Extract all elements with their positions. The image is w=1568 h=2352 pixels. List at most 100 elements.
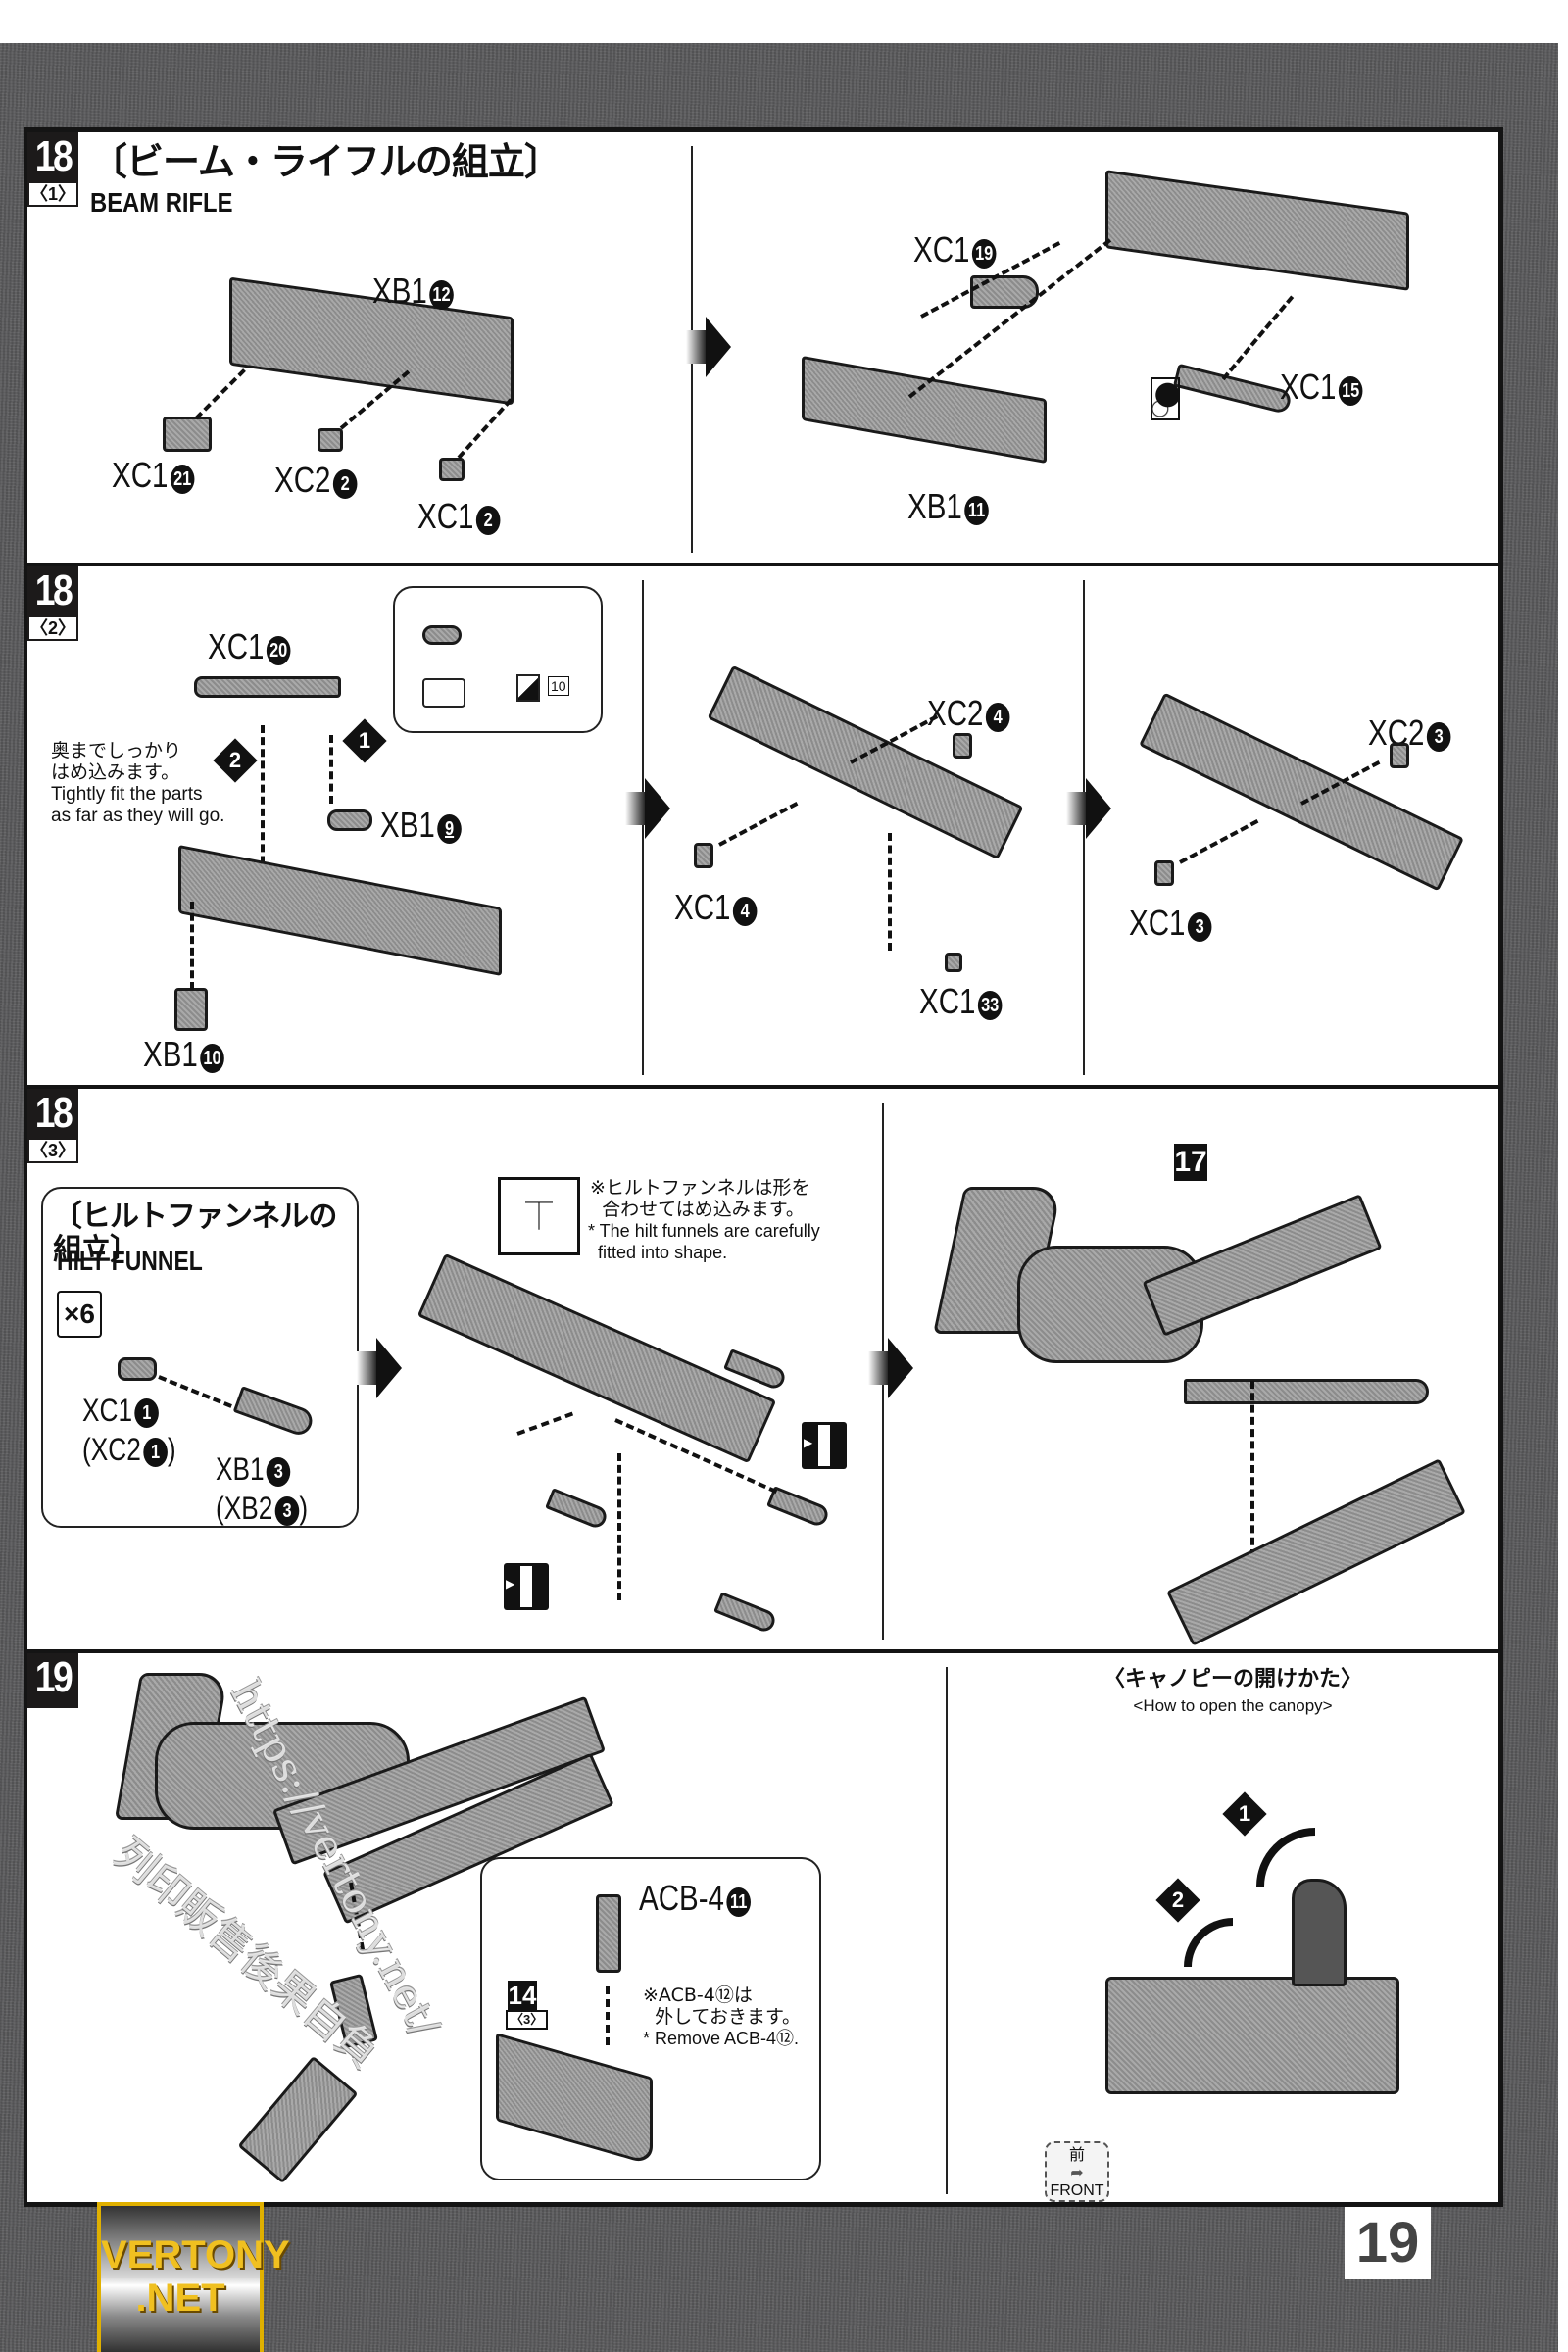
cockpit-part [1105, 1977, 1399, 2094]
part-xb1-9 [327, 809, 372, 831]
part-acb4-11 [596, 1894, 621, 1973]
front-direction-icon: 前➦FRONT [1045, 2141, 1109, 2202]
step-title-en: BEAM RIFLE [90, 187, 233, 218]
assembly-guide-line [457, 398, 514, 460]
step-number: 18 [34, 566, 74, 614]
hilt-funnel-part [545, 1488, 610, 1531]
vertony-logo: VERTONY.NET [97, 2202, 290, 2352]
note-jp: ※ヒルトファンネルは形を 合わせてはめ込みます。 [590, 1177, 810, 1220]
substep-number: 〈3〉 [27, 1138, 78, 1163]
quantity-badge: ×6 [57, 1291, 102, 1338]
fighter-blade [1184, 1379, 1429, 1404]
stand-arm [237, 2055, 359, 2184]
assembly-guide-line [1179, 818, 1259, 864]
step-19-panel: 19 VERTONY.NET https://vertony.net/ 列印販售… [27, 1653, 1498, 2352]
part-xc1-4 [694, 843, 713, 868]
align-fit-icon [504, 1563, 549, 1610]
step-badge: 19 [27, 1653, 78, 1708]
note-en: * The hilt funnels are carefully fitted … [588, 1221, 820, 1262]
part-rifle-assembly [416, 1252, 777, 1464]
part-xc1-15 [1172, 363, 1294, 416]
part-xb1-12 [229, 276, 514, 406]
fit-shape-icon: ⏉ [498, 1177, 580, 1255]
next-step-arrow-icon [686, 317, 731, 377]
assembly-guide-line [516, 1411, 574, 1436]
assembly-guide-line [329, 735, 333, 804]
next-step-arrow-icon [868, 1338, 913, 1398]
panel-divider [642, 580, 644, 1075]
hilt-funnel-part [713, 1592, 778, 1635]
step-number: 18 [34, 132, 74, 180]
part-xc1-3 [1154, 860, 1174, 886]
part-xc1-1 [118, 1357, 157, 1381]
part-rifle-assembly [1166, 1458, 1466, 1646]
panel-divider [946, 1667, 948, 2194]
part-xc2-2 [318, 428, 343, 452]
part-xc1-19 [970, 275, 1039, 309]
step-title-jp: 〔ビーム・ライフルの組立〕 [90, 140, 562, 183]
part-xc2-4 [953, 733, 972, 759]
part-xc1-33 [945, 953, 962, 972]
canopy-part [1292, 1879, 1347, 1986]
step-badge: 18 〈1〉 [27, 132, 78, 207]
sticker-icon [516, 674, 540, 702]
part-xc1-2 [439, 458, 465, 481]
part-xb1-11 [802, 355, 1047, 465]
note-jp: ※ACB-4⑫は 外しておきます。 [643, 1984, 802, 2028]
align-fit-icon [802, 1422, 847, 1469]
ref-step-badge: 17 [1174, 1144, 1207, 1181]
panel-divider [1083, 580, 1085, 1075]
note-en: * Remove ACB-4⑫. [643, 2029, 800, 2048]
canopy-title-jp: 〈キャノピーの開けかた〉 [1102, 1667, 1362, 1691]
page-number: 19 [1345, 2207, 1431, 2279]
canopy-title-en: <How to open the canopy> [1133, 1696, 1333, 1715]
substep-number: 〈1〉 [27, 181, 78, 207]
assembly-guide-line [888, 833, 892, 951]
ref-step-badge: 14 [508, 1981, 537, 2010]
step-badge: 18 〈3〉 [27, 1089, 78, 1163]
sub-title-en: HILT FUNNEL [57, 1246, 203, 1276]
order-marker-1: 1 [342, 718, 387, 763]
step-number: 18 [34, 1089, 74, 1137]
assembly-guide-line [617, 1453, 621, 1600]
assembly-guide-line [1250, 1381, 1254, 1557]
rotate-arrow-icon [1256, 1828, 1315, 1886]
assembly-guide-line [718, 801, 799, 847]
part-xb1-10 [174, 988, 208, 1031]
order-marker-2: 2 [1155, 1878, 1200, 1923]
rotate-arrow-icon [1184, 1918, 1233, 1967]
part-xc1-21 [163, 416, 212, 452]
order-marker-1: 1 [1222, 1791, 1267, 1837]
part-detail [422, 625, 462, 645]
ref-substep: 〈3〉 [506, 2010, 549, 2030]
detail-callout: 10 [393, 586, 603, 733]
part-xc1-20 [194, 676, 341, 698]
part-rifle-body [1105, 170, 1409, 291]
assembly-guide-line [190, 902, 194, 990]
next-step-arrow-icon [1066, 778, 1111, 839]
next-step-arrow-icon [357, 1338, 402, 1398]
assembly-guide-line [194, 368, 246, 420]
stand-base [496, 2033, 653, 2166]
